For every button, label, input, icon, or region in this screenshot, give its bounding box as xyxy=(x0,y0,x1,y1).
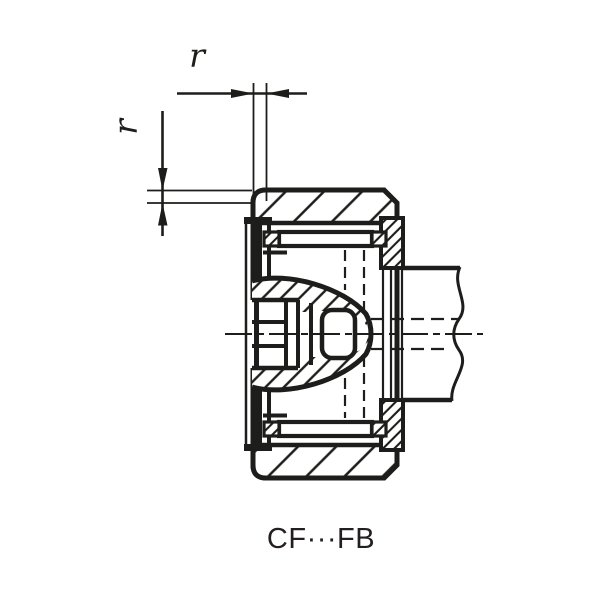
seal-bottom-left xyxy=(262,420,281,438)
needle-roller-bottom xyxy=(276,419,375,439)
radius-dim-label-horizontal: r xyxy=(189,36,207,75)
needle-roller-top xyxy=(276,229,375,249)
outer-ring-section-top xyxy=(253,190,397,223)
arrowhead-left xyxy=(266,89,289,98)
seal-top-left xyxy=(262,230,281,248)
seal-top-right xyxy=(370,230,388,248)
arrowhead-up xyxy=(158,203,168,226)
radius-dim-label-vertical: r xyxy=(106,117,145,135)
dimension-annotations: r r xyxy=(106,36,307,236)
arrowhead-down xyxy=(158,168,168,191)
rolling-elements xyxy=(262,229,388,439)
side-plate-bar-top xyxy=(254,219,262,280)
outer-ring-outline-repeat xyxy=(250,187,400,481)
arrowhead-right xyxy=(231,89,254,98)
figure-caption: CF···FB xyxy=(267,523,375,555)
outer-ring-section-bottom xyxy=(253,445,397,478)
side-plate-bar-bottom xyxy=(254,388,262,449)
seal-bottom-right xyxy=(370,420,388,438)
